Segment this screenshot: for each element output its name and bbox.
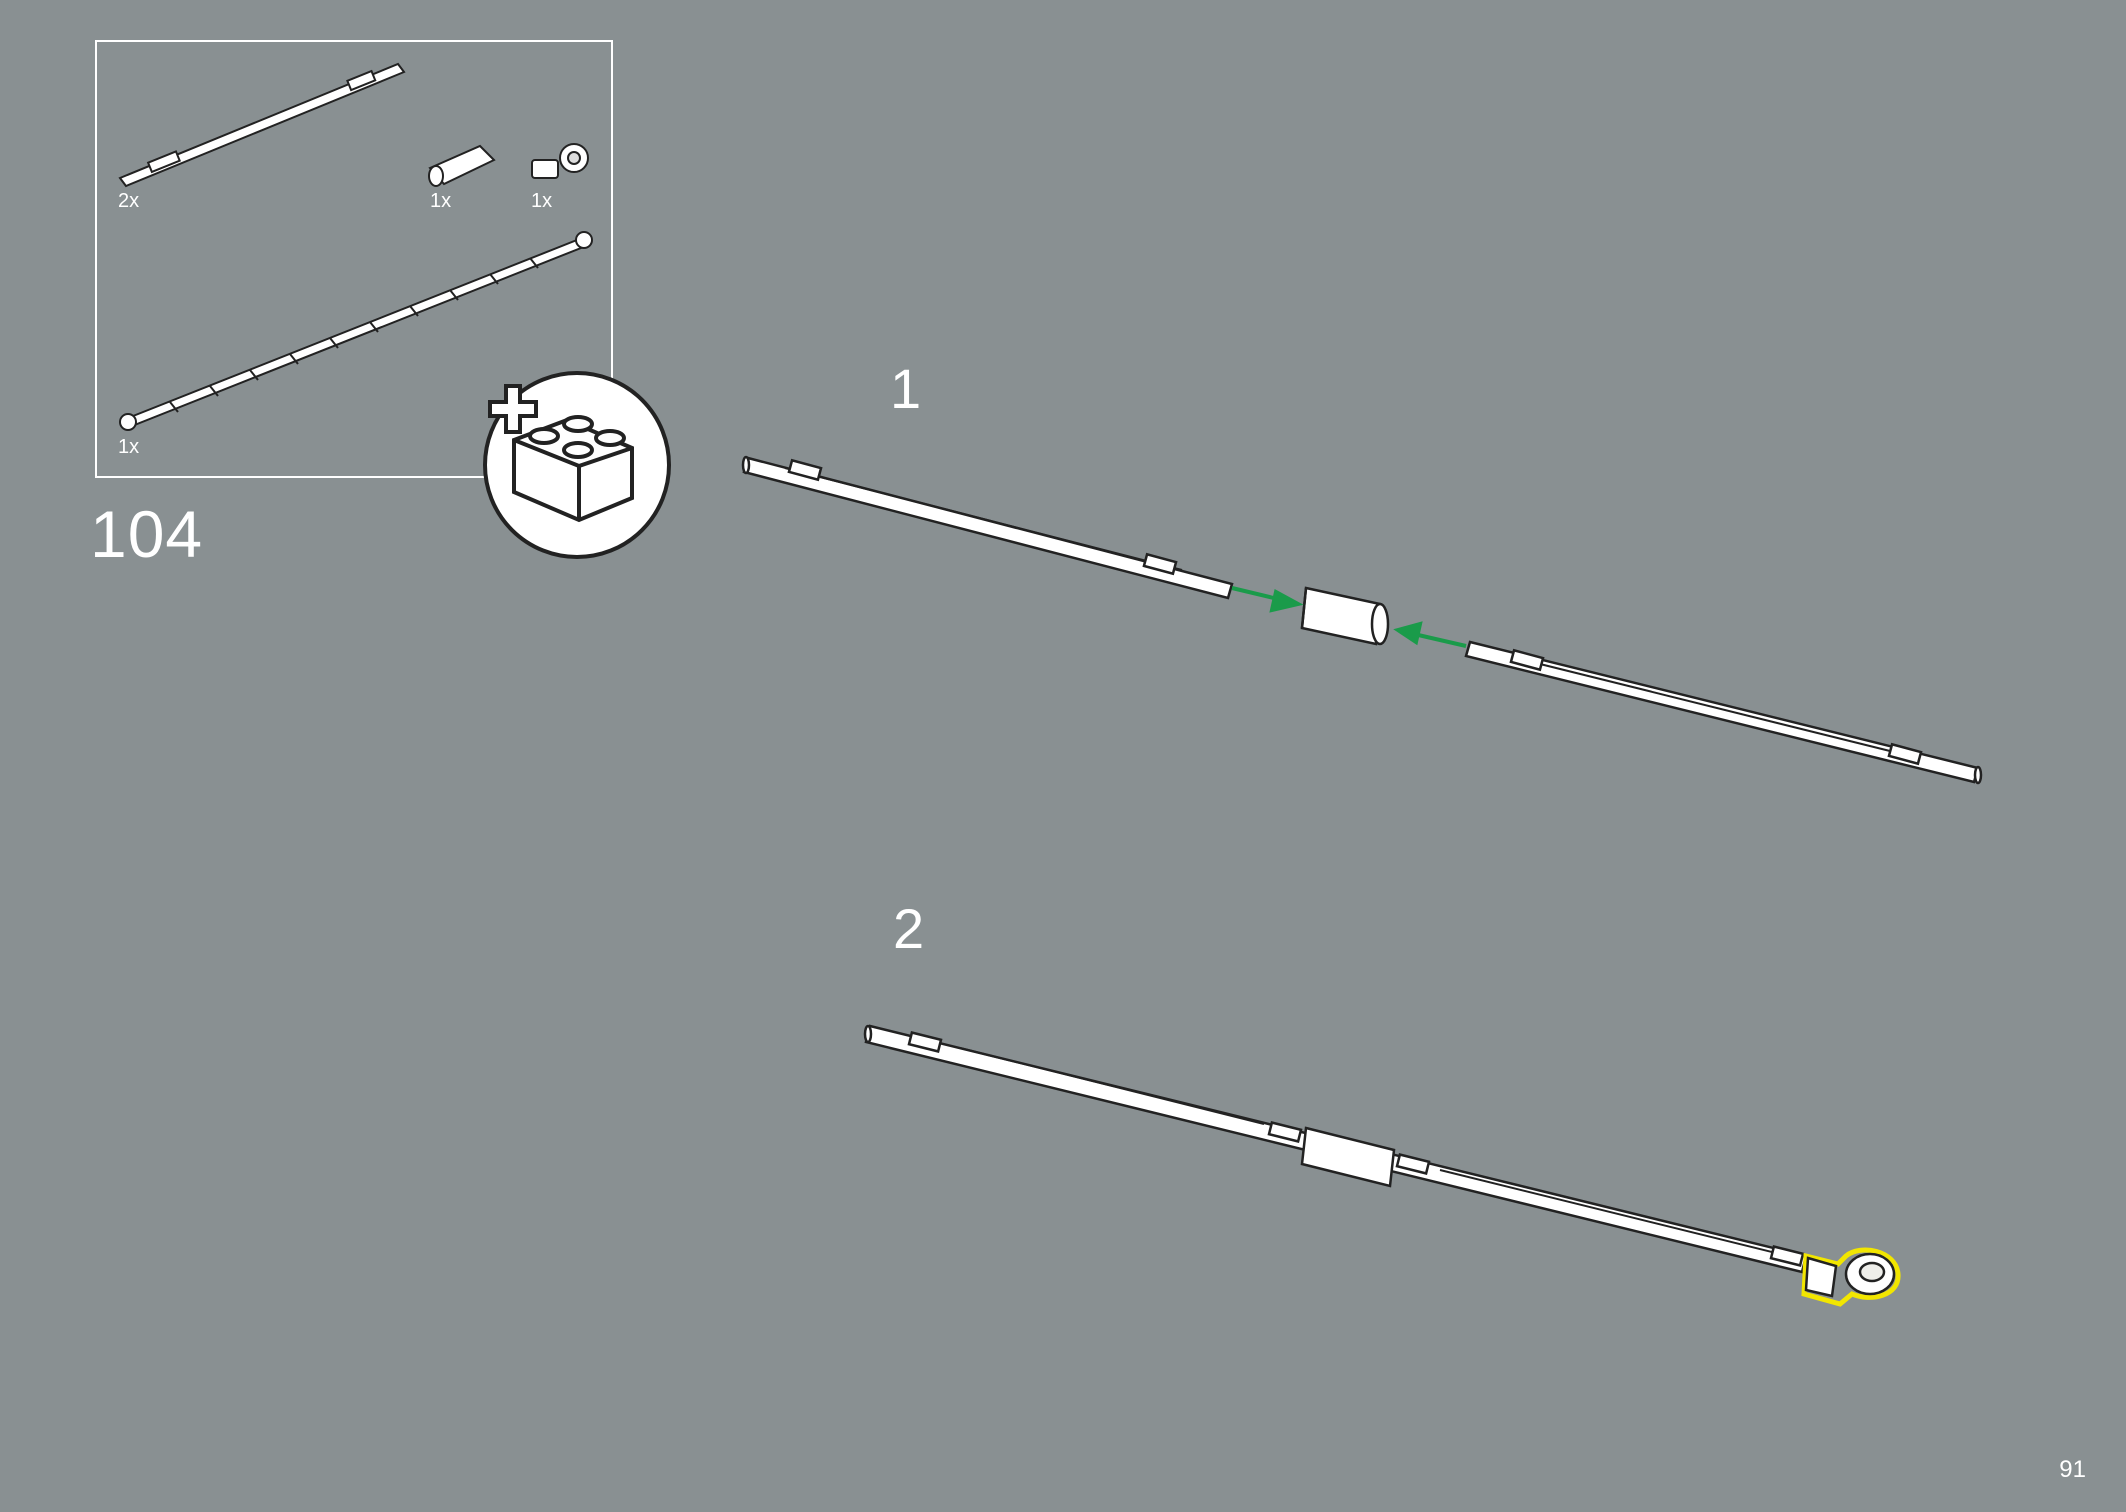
parts-list-box <box>95 40 613 478</box>
quantity-label: 1x <box>531 190 553 212</box>
step-number: 104 <box>90 497 204 571</box>
quantity-label: 1x <box>118 436 140 458</box>
quantity-label: 1x <box>430 190 452 212</box>
quantity-label: 2x <box>118 190 140 212</box>
ball-joint-part <box>531 143 589 179</box>
insert-arrow <box>1231 586 1467 648</box>
axle-connector-part <box>428 144 496 187</box>
technic-axle-part <box>118 62 406 188</box>
ribbed-hose-part <box>119 231 593 431</box>
substep-label: 2 <box>893 897 925 960</box>
ball-joint-highlighted <box>1801 1247 1901 1307</box>
technic-axle-left <box>741 455 1234 600</box>
substep-label: 1 <box>890 357 922 420</box>
technic-axle-right <box>1464 640 1983 785</box>
page-number: 91 <box>2059 1456 2086 1483</box>
add-brick-icon <box>483 371 671 559</box>
axle-connector <box>1300 586 1390 646</box>
assembled-axle <box>863 1024 1808 1274</box>
